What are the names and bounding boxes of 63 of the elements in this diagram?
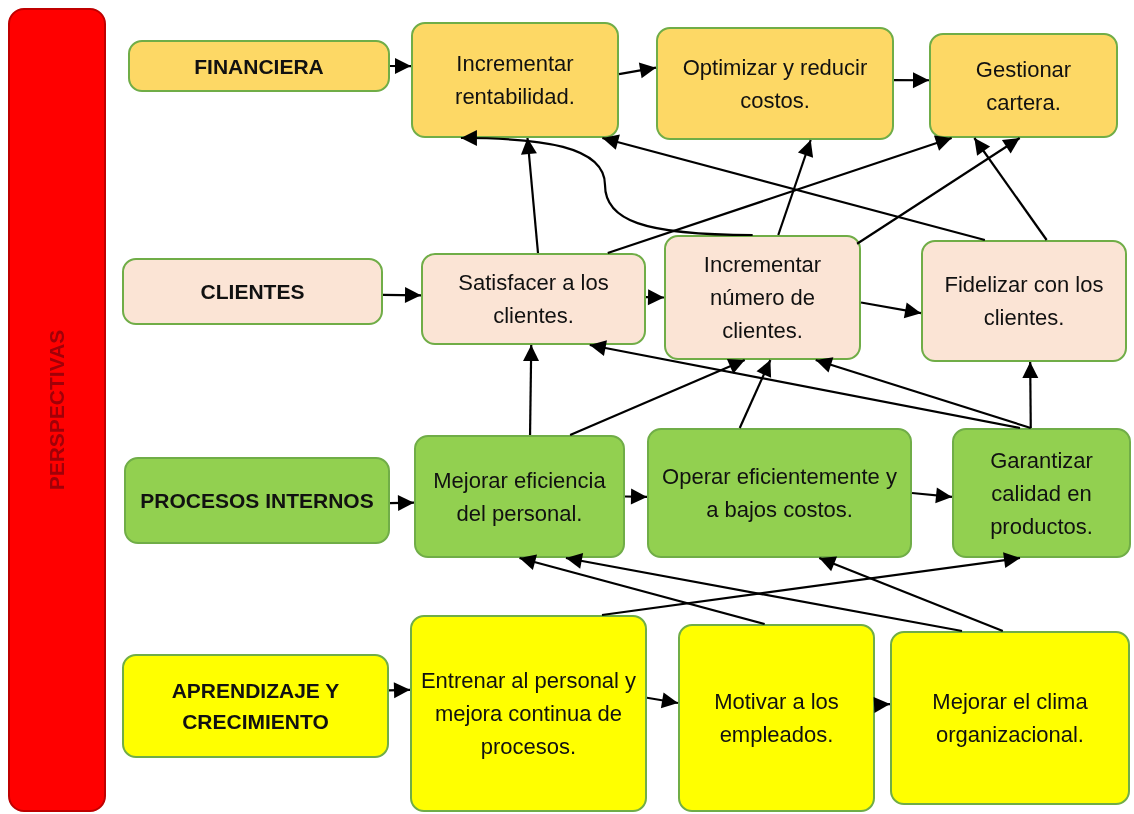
perspective-name: PROCESOS INTERNOS	[140, 488, 374, 514]
objective-box	[890, 631, 1130, 805]
objective-text: Incrementar rentabilidad.	[454, 50, 576, 111]
arrow	[520, 137, 540, 254]
arrow	[815, 357, 1032, 430]
objective-box	[656, 27, 894, 140]
perspective-label-box	[122, 258, 383, 325]
objective-text: Mejorar el clima organizacional.	[931, 688, 1089, 749]
arrow	[519, 554, 765, 626]
arrow	[388, 682, 411, 699]
objective-box	[921, 240, 1127, 362]
objective-box	[952, 428, 1131, 558]
perspective-label-box	[124, 457, 390, 544]
objective-text: Optimizar y reducir costos.	[681, 53, 869, 115]
objective-box	[411, 22, 619, 138]
arrow	[646, 692, 679, 709]
arrow	[602, 134, 986, 242]
arrow	[625, 488, 647, 505]
arrow	[389, 494, 415, 511]
objective-box	[929, 33, 1118, 138]
arrow	[911, 487, 953, 504]
objective-box	[410, 615, 647, 812]
arrow	[856, 137, 1021, 245]
objective-text: Satisfacer a los clientes.	[457, 269, 610, 330]
objective-box	[664, 235, 861, 360]
arrow	[601, 552, 1021, 617]
objective-text: Mejorar eficiencia del personal.	[432, 466, 607, 528]
arrow	[523, 345, 540, 435]
objective-box	[647, 428, 912, 558]
arrow	[973, 137, 1048, 241]
band-title: PERSPECTIVAS	[45, 329, 69, 491]
arrow	[894, 72, 929, 89]
perspective-name: APRENDIZAJE Y CRECIMIENTO	[170, 678, 341, 735]
arrow	[565, 553, 963, 633]
arrow	[873, 696, 891, 713]
perspective-label-box	[122, 654, 389, 758]
objective-box	[414, 435, 625, 558]
perspective-label-box	[128, 40, 390, 92]
objective-text: Operar eficientemente y a bajos costos.	[661, 463, 898, 524]
arrow	[460, 130, 753, 237]
arrow	[777, 139, 814, 236]
objective-box	[421, 253, 646, 345]
arrow	[818, 556, 1004, 633]
perspective-band	[8, 8, 106, 812]
objective-text: Motivar a los empleados.	[713, 688, 840, 749]
arrow	[645, 289, 665, 306]
arrow	[618, 62, 657, 79]
arrow	[383, 287, 421, 304]
objective-text: Entrenar al personal y mejora continua de procesos.	[420, 667, 637, 761]
arrow	[589, 340, 1021, 430]
arrow	[860, 301, 922, 319]
arrow	[738, 359, 772, 429]
objective-text: Garantizar calidad en productos.	[989, 446, 1094, 541]
objective-text: Incrementar número de clientes.	[702, 251, 823, 345]
arrow	[1022, 362, 1039, 428]
objective-box	[678, 624, 875, 812]
arrow	[390, 58, 411, 74]
arrow	[569, 358, 746, 436]
perspective-name: FINANCIERA	[194, 53, 324, 80]
objective-text: Fidelizar con los clientes.	[943, 271, 1105, 332]
arrow	[607, 135, 953, 255]
perspective-name: CLIENTES	[200, 279, 305, 305]
objective-text: Gestionar cartera.	[974, 55, 1073, 117]
